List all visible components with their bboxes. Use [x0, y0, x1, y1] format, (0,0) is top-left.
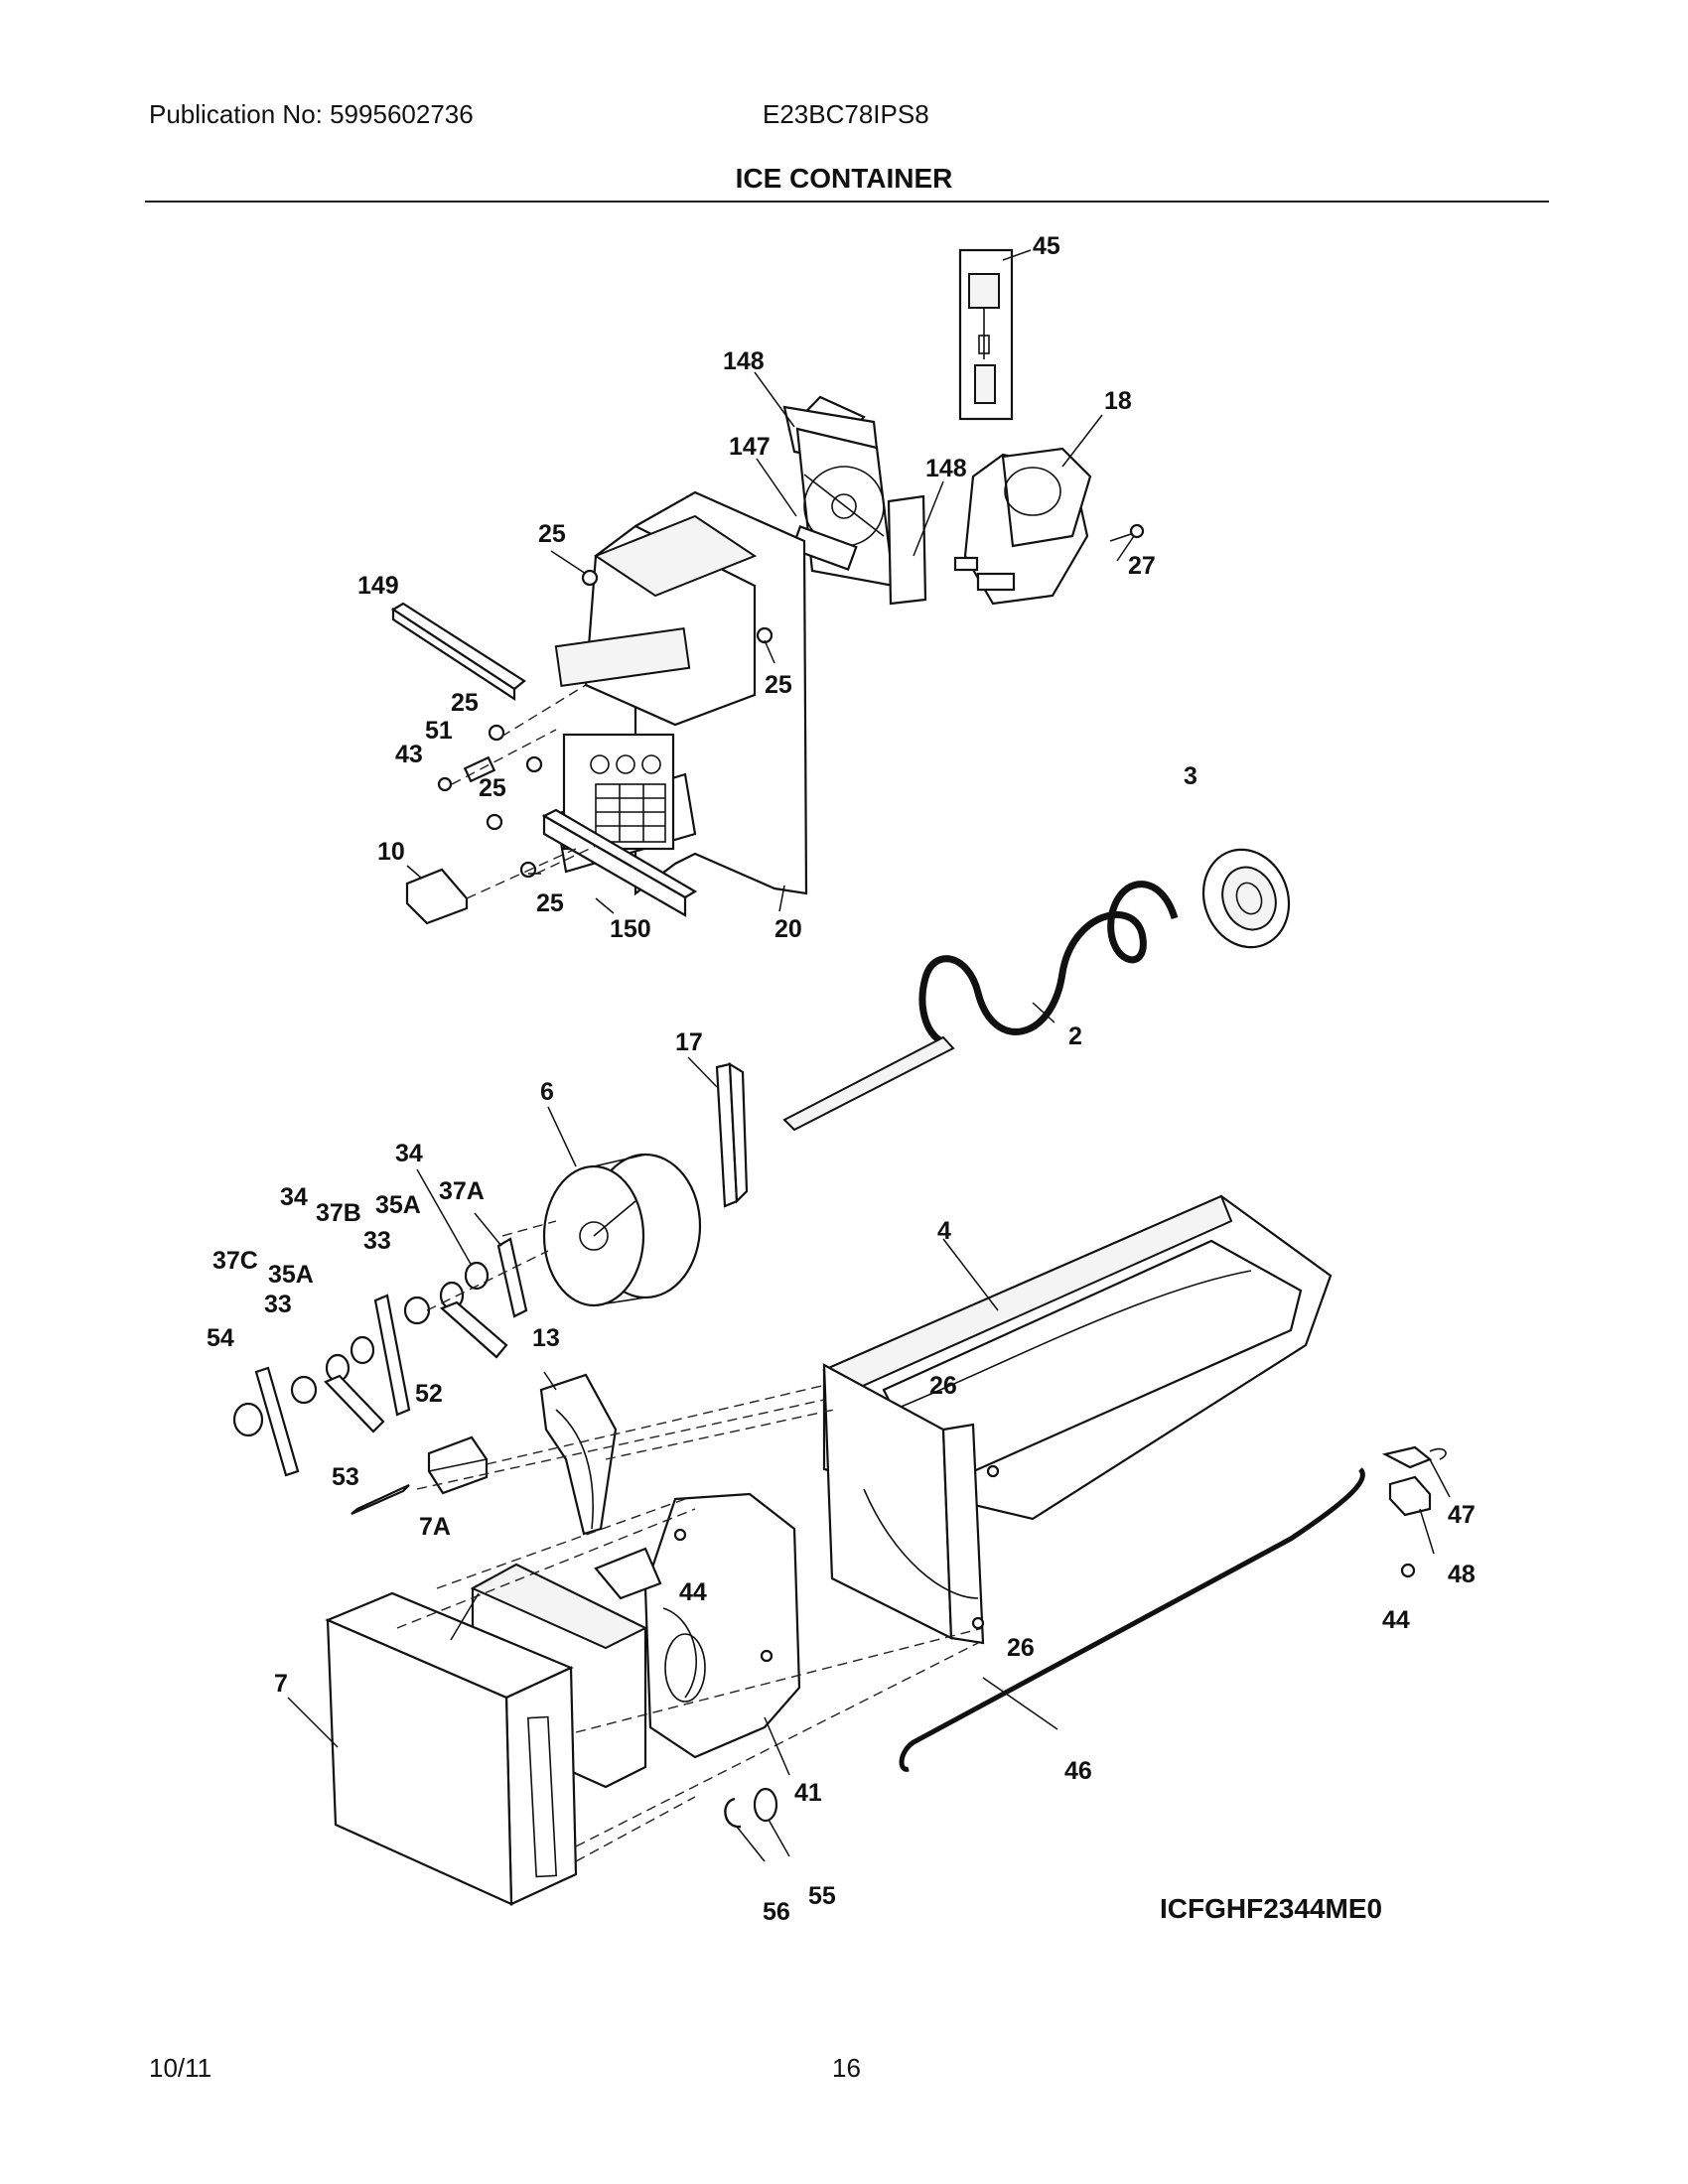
callout-17: 17	[675, 1028, 703, 1056]
callout-56: 56	[763, 1898, 790, 1926]
bracket-10	[405, 868, 469, 925]
callout-45: 45	[1033, 232, 1060, 260]
callout-37B: 37B	[316, 1199, 361, 1227]
publication-number: Publication No: 5995602736	[149, 99, 474, 129]
callout-46: 46	[1064, 1757, 1092, 1785]
callout-2: 2	[1068, 1023, 1082, 1050]
fan-assembly-148	[782, 395, 927, 606]
callout-3: 3	[1184, 762, 1197, 790]
callout-148: 148	[925, 455, 967, 482]
strip-149	[390, 602, 526, 702]
callout-13: 13	[532, 1324, 560, 1352]
callout-33: 33	[363, 1227, 391, 1255]
callout-26: 26	[929, 1372, 957, 1400]
wire-harness-45	[958, 248, 1014, 421]
auger-motor-18	[953, 447, 1145, 606]
callout-34: 34	[395, 1140, 423, 1167]
callout-149: 149	[357, 572, 399, 600]
callout-43: 43	[395, 741, 423, 768]
callout-34: 34	[280, 1183, 308, 1211]
callout-35A: 35A	[375, 1191, 421, 1219]
callout-25: 25	[765, 671, 792, 699]
callout-labels: 45 148 18 147 148 25 27 149 25 25 51 43 …	[207, 232, 1476, 1926]
callout-25: 25	[538, 520, 566, 548]
ice-chute-41	[594, 1492, 801, 1759]
drum-6	[542, 1153, 702, 1307]
bracket-17	[715, 1061, 749, 1208]
callout-55: 55	[808, 1882, 836, 1910]
callout-10: 10	[377, 838, 405, 866]
clip-56	[724, 1797, 742, 1829]
callout-18: 18	[1104, 387, 1132, 415]
pin-53	[351, 1484, 410, 1516]
blade-stack	[232, 1237, 528, 1477]
diagram-code: ICFGHF2344ME0	[1160, 1893, 1382, 1924]
ring-55	[753, 1787, 778, 1823]
switch-arm-47	[1381, 1445, 1447, 1578]
model-number: E23BC78IPS8	[763, 99, 929, 129]
callout-148: 148	[723, 347, 765, 375]
page-number: 16	[832, 2053, 861, 2083]
callout-47: 47	[1448, 1501, 1476, 1529]
callout-44: 44	[679, 1578, 707, 1606]
callout-44: 44	[1382, 1606, 1410, 1634]
callout-25: 25	[479, 774, 506, 802]
leader-lines	[287, 249, 1451, 1862]
header-rule	[145, 201, 1549, 203]
callout-150: 150	[610, 915, 651, 943]
ice-bin-4	[821, 1194, 1333, 1645]
rod-46	[899, 1467, 1365, 1772]
callout-7: 7	[274, 1670, 288, 1698]
callout-6: 6	[540, 1078, 554, 1106]
callout-25: 25	[536, 889, 564, 917]
bearing-3	[1201, 848, 1291, 949]
callout-25: 25	[451, 689, 479, 717]
callout-48: 48	[1448, 1561, 1476, 1588]
vent-grid	[595, 783, 666, 843]
callout-37C: 37C	[212, 1247, 258, 1275]
callout-26: 26	[1007, 1634, 1035, 1662]
callout-27: 27	[1128, 552, 1156, 580]
callout-4: 4	[937, 1217, 951, 1245]
callout-20: 20	[774, 915, 802, 943]
auger-2	[782, 881, 1179, 1132]
callout-53: 53	[332, 1463, 359, 1491]
strip-150	[541, 808, 698, 917]
callout-7A: 7A	[419, 1513, 451, 1541]
switch-52	[427, 1435, 489, 1495]
callout-41: 41	[794, 1779, 822, 1807]
callout-52: 52	[415, 1380, 443, 1408]
callout-35A: 35A	[268, 1261, 314, 1289]
callout-51: 51	[425, 717, 453, 745]
callout-147: 147	[729, 433, 771, 461]
page-title: ICE CONTAINER	[735, 163, 953, 194]
callout-33: 33	[264, 1291, 292, 1318]
footer-date: 10/11	[149, 2053, 212, 2083]
callout-54: 54	[207, 1324, 234, 1352]
front-cover-7	[325, 1591, 578, 1906]
callout-37A: 37A	[439, 1177, 485, 1205]
